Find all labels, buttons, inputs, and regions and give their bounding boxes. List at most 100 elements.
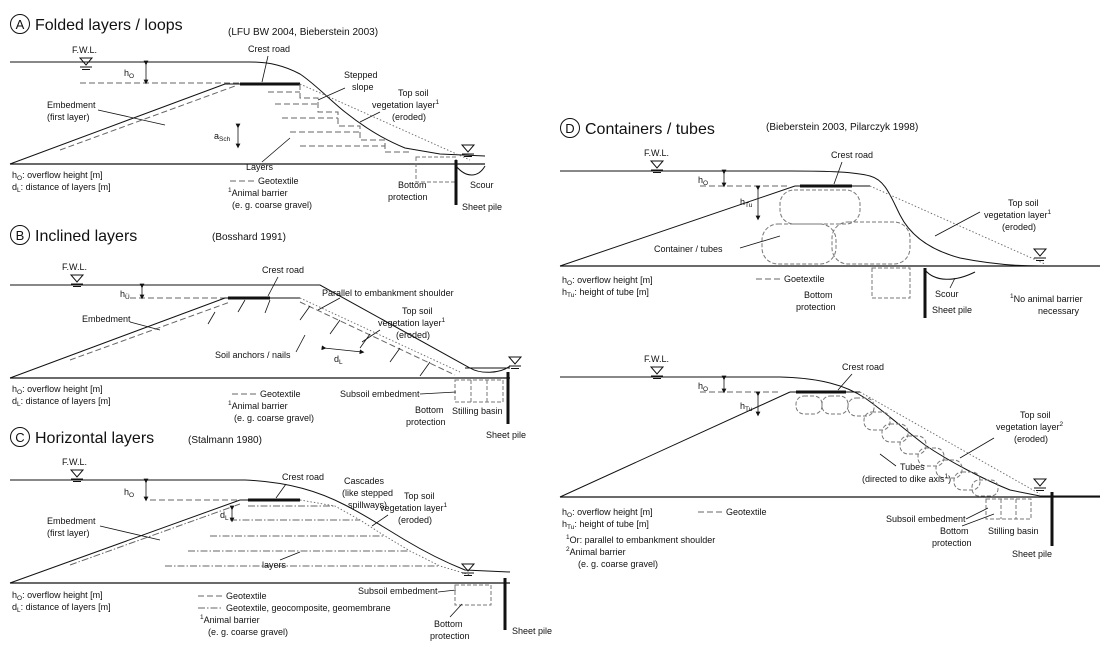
svg-text:2Animal barrier: 2Animal barrier (566, 546, 626, 557)
panel-d-water-surface (560, 170, 1100, 267)
panel-d2-bottom-label: Bottom (940, 526, 969, 536)
panel-c-top-soil-label: Top soil (404, 491, 435, 501)
panel-d-reference: (Bieberstein 2003, Pilarczyk 1998) (766, 122, 918, 133)
panel-c-bottom-label: Bottom (434, 619, 463, 629)
panel-a-scour-label: Scour (470, 180, 494, 190)
panel-a-layers-label: Layers (246, 162, 274, 172)
panel-a-folded-layers (299, 84, 410, 153)
panel-b-title: Inclined layers (35, 228, 137, 245)
panel-d2-tubes-chain (795, 395, 999, 497)
panel-c-fwl-label: F.W.L. (62, 457, 87, 467)
panel-d2-sheet-pile-label: Sheet pile (1012, 549, 1052, 559)
water-level-icon (79, 57, 93, 70)
panel-a: A Folded layers / loops (LFU BW 2004, Bi… (9, 14, 502, 212)
panel-d2-top-soil-label: Top soil (1020, 410, 1051, 420)
panel-a-asch-label: aSch (214, 131, 231, 143)
panel-d-bottom-label: Bottom (804, 290, 833, 300)
panel-d2-stilling-basin (985, 498, 1032, 520)
panel-d-letter: D (565, 121, 574, 136)
panel-b-subsoil-label: Subsoil embedment (340, 389, 420, 399)
panel-d2-upstream-slope (559, 391, 791, 498)
panel-a-title: Folded layers / loops (35, 17, 183, 34)
svg-text:protection: protection (430, 631, 470, 641)
panel-a-legend-dl: dL: distance of layers [m] (12, 182, 111, 194)
panel-a-eroded-label: (eroded) (392, 112, 426, 122)
panel-a-crest-road-label: Crest road (248, 44, 290, 54)
svg-text:slope: slope (352, 82, 374, 92)
panel-a-first-layer-label: (first layer) (47, 112, 90, 122)
panel-b-legend-geotextile: Geotextile (260, 389, 301, 399)
panel-b-parallel-label: Parallel to embankment shoulder (322, 288, 454, 298)
panel-d-upstream-slope (559, 185, 796, 267)
svg-text:(eroded): (eroded) (398, 515, 432, 525)
svg-text:hO: overflow height [m]: hO: overflow height [m] (562, 275, 653, 287)
panel-d-no-animal-label: 1No animal barrier (1010, 293, 1083, 304)
panel-a-fwl-label: F.W.L. (72, 45, 97, 55)
panel-a-upstream-slope (9, 83, 226, 165)
panel-d-scour (924, 269, 976, 280)
panel-a-legend-ho: hO: overflow height [m] (12, 170, 103, 182)
panel-b: B Inclined layers (Bosshard 1991) F.W.L.… (9, 225, 526, 440)
panel-b-ho-label: hÜ (120, 289, 130, 301)
panel-b-bottom-label: Bottom (415, 405, 444, 415)
svg-text:protection: protection (406, 417, 446, 427)
svg-text:dL: distance of layers [m]: dL: distance of layers [m] (12, 396, 111, 408)
panel-c-upstream-slope (9, 499, 241, 584)
svg-text:protection: protection (796, 302, 836, 312)
panel-a-water-surface (10, 61, 486, 157)
panel-c-cascades-label: Cascades (344, 476, 385, 486)
svg-text:(like stepped: (like stepped (342, 488, 393, 498)
panel-d2-stilling-label: Stilling basin (988, 526, 1039, 536)
panel-c-legend-geotextile: Geotextile (226, 591, 267, 601)
panel-b-upstream-slope (9, 297, 226, 379)
panel-c-dl-label: dL (220, 510, 229, 522)
panel-a-sheet-pile-label: Sheet pile (462, 202, 502, 212)
panel-d2-crest-road-label: Crest road (842, 362, 884, 372)
panel-c-title: Horizontal layers (35, 430, 154, 447)
panel-b-crest-road-label: Crest road (262, 265, 304, 275)
svg-text:hTu: hTu (740, 401, 753, 413)
svg-text:(e. g. coarse gravel): (e. g. coarse gravel) (232, 200, 312, 210)
svg-text:(e. g. coarse gravel): (e. g. coarse gravel) (578, 559, 658, 569)
panel-d-title: Containers / tubes (585, 121, 715, 138)
panel-d-htu-label: hTu (740, 197, 753, 209)
panel-a-ho-label: hO (124, 68, 134, 80)
panel-b-stilling-basin (454, 379, 504, 403)
svg-text:(e. g. coarse gravel): (e. g. coarse gravel) (208, 627, 288, 637)
panel-a-bottom-protection (415, 156, 457, 183)
panel-c-legend-geocomposite: Geotextile, geocomposite, geomembrane (226, 603, 391, 613)
panel-c-crest-road-label: Crest road (282, 472, 324, 482)
panel-c-ho-label: hO (124, 487, 134, 499)
svg-text:hO: overflow height [m]: hO: overflow height [m] (12, 590, 103, 602)
panel-a-embedment-label: Embedment (47, 100, 96, 110)
svg-text:protection: protection (932, 538, 972, 548)
panel-d2-tubes-note: (directed to dike axis1) (862, 473, 951, 484)
panel-d2-legend-geotextile: Geotextile (726, 507, 767, 517)
svg-text:hTu: height of tube [m]: hTu: height of tube [m] (562, 519, 649, 531)
panel-d-top-soil-label: Top soil (1008, 198, 1039, 208)
panel-b-inclined-layer (299, 301, 456, 376)
panel-b-dl-label: dL (334, 354, 343, 366)
panel-c: C Horizontal layers (Stalmann 1980) F.W.… (9, 427, 552, 641)
panel-a-legend-geotextile: Geotextile (258, 176, 299, 186)
svg-text:vegetation layer2: vegetation layer2 (996, 421, 1064, 432)
panel-d-tubes: F.W.L. hO hTu Crest road Top soil vegeta… (559, 354, 1100, 569)
panel-c-letter: C (15, 430, 24, 445)
panel-b-reference: (Bosshard 1991) (212, 232, 286, 243)
panel-d-sheet-pile-label: Sheet pile (932, 305, 972, 315)
svg-text:1Animal barrier: 1Animal barrier (200, 614, 260, 625)
panel-a-badge (10, 14, 30, 34)
panel-c-layers-label: layers (262, 560, 287, 570)
panel-b-anchors-label: Soil anchors / nails (215, 350, 291, 360)
panel-d: D Containers / tubes (Bieberstein 2003, … (559, 118, 1100, 318)
svg-text:spillways): spillways) (348, 500, 387, 510)
panel-a-bottom-label: Bottom (398, 180, 427, 190)
svg-text:hO: overflow height [m]: hO: overflow height [m] (562, 507, 653, 519)
svg-text:dL: distance of layers [m]: dL: distance of layers [m] (12, 602, 111, 614)
svg-text:(eroded): (eroded) (1014, 434, 1048, 444)
panel-a-legend-animal: 1Animal barrier (228, 187, 288, 198)
panel-d-fwl-label: F.W.L. (644, 148, 669, 158)
panel-d2-fwl-label: F.W.L. (644, 354, 669, 364)
svg-text:(first layer): (first layer) (47, 528, 90, 538)
